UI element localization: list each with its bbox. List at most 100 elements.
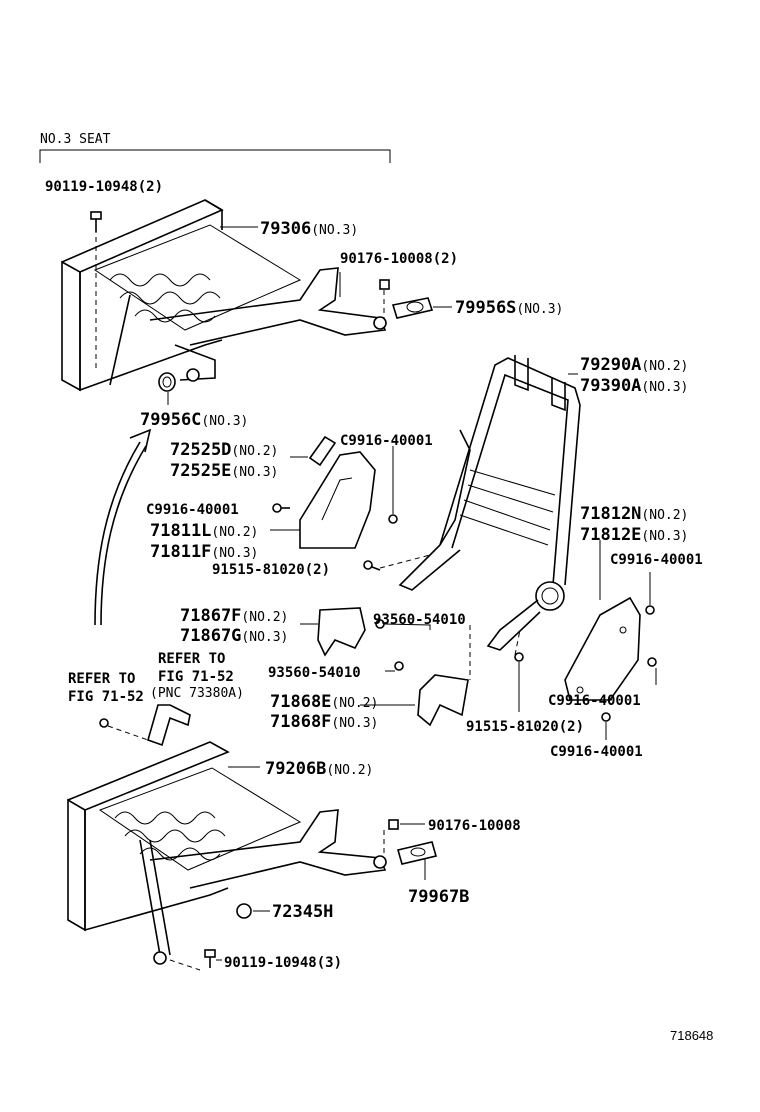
part-number: 72525E xyxy=(170,461,231,481)
part-label: 71812E(NO.3) xyxy=(580,525,688,545)
part-suffix: (NO.2) xyxy=(241,610,288,625)
part-label: 79956C(NO.3) xyxy=(140,410,248,430)
part-label: 90176-10008 xyxy=(428,818,521,834)
part-label: 93560-54010 xyxy=(268,665,361,681)
part-number: 71811F xyxy=(150,542,211,562)
bolt-icon xyxy=(90,211,102,232)
part-label: 93560-54010 xyxy=(373,612,466,628)
pin-icon xyxy=(394,661,404,671)
part-label: 79956S(NO.3) xyxy=(455,298,563,318)
leader-dash xyxy=(514,629,521,656)
hinge-cover-lower xyxy=(417,674,469,727)
part-label: 90119-10948(2) xyxy=(45,179,163,195)
part-suffix: (NO.3) xyxy=(516,302,563,317)
part-suffix: (NO.3) xyxy=(211,546,258,561)
part-label: 72525E(NO.3) xyxy=(170,461,278,481)
cap-icon xyxy=(308,435,337,467)
part-label: 79206B(NO.2) xyxy=(265,759,373,779)
leader-dash xyxy=(169,959,201,971)
cover-icon xyxy=(391,297,434,319)
part-number: 79956S xyxy=(455,298,516,318)
part-label: 71812N(NO.2) xyxy=(580,504,688,524)
bolt-icon xyxy=(204,949,216,968)
part-suffix: (NO.2) xyxy=(331,696,378,711)
screw-icon xyxy=(601,712,611,722)
refer-label: FIG 71-52 xyxy=(68,689,144,705)
screw-icon xyxy=(514,652,524,662)
part-suffix: (NO.2) xyxy=(641,359,688,374)
part-number: 71812N xyxy=(580,504,641,524)
part-number: 79290A xyxy=(580,355,641,375)
flow-arrow xyxy=(94,441,141,626)
part-label: 91515-81020(2) xyxy=(466,719,584,735)
part-suffix: (NO.3) xyxy=(241,630,288,645)
part-suffix: (NO.2) xyxy=(641,508,688,523)
leader-line xyxy=(383,623,431,630)
part-label: 71867G(NO.3) xyxy=(180,626,288,646)
part-label: 79390A(NO.3) xyxy=(580,376,688,396)
part-label: 79290A(NO.2) xyxy=(580,355,688,375)
cover-icon xyxy=(397,841,437,865)
part-label: 90176-10008(2) xyxy=(340,251,458,267)
part-number: 71868E xyxy=(270,692,331,712)
part-suffix: (NO.3) xyxy=(641,529,688,544)
part-number: 79956C xyxy=(140,410,201,430)
part-label: C9916-40001 xyxy=(610,552,703,568)
refer-label: REFER TO xyxy=(158,651,225,667)
cap-icon xyxy=(236,903,252,919)
part-suffix: (NO.2) xyxy=(231,444,278,459)
part-number: 71867G xyxy=(180,626,241,646)
figure-id: 718648 xyxy=(670,1028,713,1043)
part-suffix: (NO.3) xyxy=(331,716,378,731)
leader-dash xyxy=(107,725,149,741)
part-number: 72525D xyxy=(170,440,231,460)
part-label: 71811L(NO.2) xyxy=(150,521,258,541)
part-suffix: (NO.2) xyxy=(211,525,258,540)
seat-cushion-frame-top xyxy=(61,199,387,392)
part-number: 79390A xyxy=(580,376,641,396)
flow-arrow-head xyxy=(129,428,152,453)
seat-cushion-frame-bottom xyxy=(67,741,387,965)
cap-icon xyxy=(158,372,176,392)
screw-icon xyxy=(272,503,290,513)
refer-label: REFER TO xyxy=(68,671,135,687)
hinge-cover-right xyxy=(564,596,641,701)
part-label: C9916-40001 xyxy=(146,502,239,518)
part-label: C9916-40001 xyxy=(340,433,433,449)
screw-icon xyxy=(363,560,381,571)
bracket-icon xyxy=(99,704,191,747)
part-suffix: (NO.3) xyxy=(201,414,248,429)
part-label: 90119-10948(3) xyxy=(224,955,342,971)
part-label: 79967B xyxy=(408,887,469,907)
section-title: NO.3 SEAT xyxy=(40,132,111,147)
hinge-cover-left xyxy=(299,451,376,549)
part-label: 71868F(NO.3) xyxy=(270,712,378,732)
hinge-cover-lower xyxy=(317,607,366,657)
refer-label: FIG 71-52 xyxy=(158,669,234,685)
screw-icon xyxy=(647,657,657,667)
part-label: 71867F(NO.2) xyxy=(180,606,288,626)
part-suffix: (NO.2) xyxy=(326,763,373,778)
part-label: 71811F(NO.3) xyxy=(150,542,258,562)
seat-back-frame xyxy=(398,355,581,651)
part-label: 79306(NO.3) xyxy=(260,219,358,239)
screw-icon xyxy=(645,605,655,615)
part-label: 72345H xyxy=(272,902,333,922)
section-bracket xyxy=(39,149,391,163)
part-label: 72525D(NO.2) xyxy=(170,440,278,460)
part-suffix: (NO.3) xyxy=(311,223,358,238)
part-number: 79206B xyxy=(265,759,326,779)
part-number: 71811L xyxy=(150,521,211,541)
part-suffix: (NO.3) xyxy=(641,380,688,395)
part-label: C9916-40001 xyxy=(550,744,643,760)
part-label: 71868E(NO.2) xyxy=(270,692,378,712)
part-suffix: (NO.3) xyxy=(231,465,278,480)
nut-icon xyxy=(379,279,390,290)
part-number: 79306 xyxy=(260,219,311,239)
part-number: 71812E xyxy=(580,525,641,545)
nut-icon xyxy=(388,819,399,830)
part-label: 91515-81020(2) xyxy=(212,562,330,578)
part-number: 71867F xyxy=(180,606,241,626)
part-number: 71868F xyxy=(270,712,331,732)
